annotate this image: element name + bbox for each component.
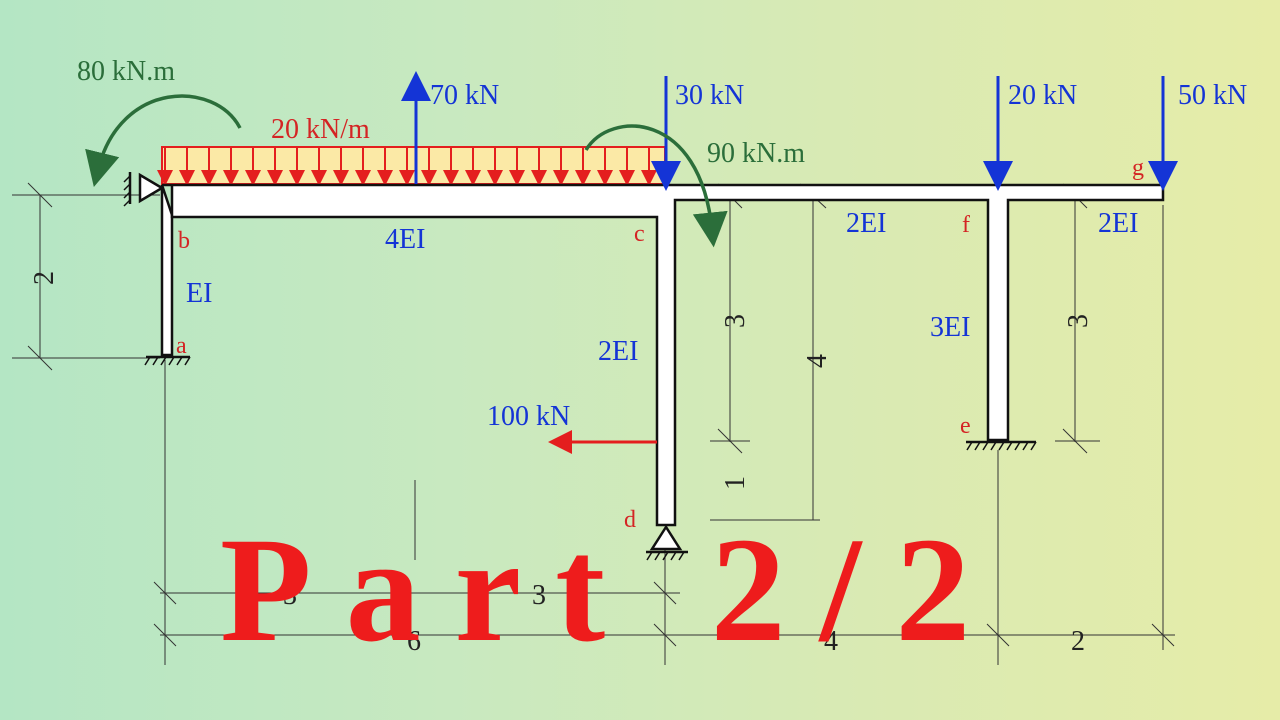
moment-90knm-arc bbox=[584, 124, 728, 248]
stiffness-ab: EI bbox=[186, 278, 212, 309]
label-80knm: 80 kN.m bbox=[77, 56, 175, 87]
dim-left-height: 2 bbox=[29, 271, 60, 285]
udl-band bbox=[161, 146, 666, 185]
label-30kn: 30 kN bbox=[675, 80, 744, 111]
label-70kn: 70 kN bbox=[430, 80, 499, 111]
dim-b-four: 4 bbox=[824, 626, 838, 657]
title-overlay: Part 2/2 bbox=[220, 507, 1004, 673]
member-ab bbox=[160, 184, 174, 357]
node-b: b bbox=[178, 228, 190, 254]
label-90knm: 90 kN.m bbox=[707, 138, 805, 169]
moment-80knm-arc bbox=[85, 94, 242, 187]
label-100kn: 100 kN bbox=[487, 401, 570, 432]
fixed-support-e bbox=[966, 440, 1037, 451]
udl-arrows bbox=[157, 148, 657, 186]
dim-b-three-1: 3 bbox=[283, 580, 297, 611]
pin-support-d bbox=[646, 524, 688, 561]
stiffness-bc: 4EI bbox=[385, 224, 425, 255]
pin-support-left bbox=[123, 172, 165, 207]
node-e: e bbox=[960, 413, 971, 439]
dim-h-three-2: 3 bbox=[1063, 314, 1094, 328]
label-50kn: 50 kN bbox=[1178, 80, 1247, 111]
stiffness-fe: 3EI bbox=[930, 312, 970, 343]
member-bc-cd bbox=[162, 183, 1165, 527]
stiffness-cd: 2EI bbox=[598, 336, 638, 367]
stiffness-cf: 2EI bbox=[846, 208, 886, 239]
node-g: g bbox=[1132, 155, 1144, 181]
node-f: f bbox=[962, 212, 970, 238]
dim-h-three-1: 3 bbox=[720, 314, 751, 328]
node-a: a bbox=[176, 333, 187, 359]
label-udl: 20 kN/m bbox=[271, 114, 370, 145]
dim-b-six: 6 bbox=[407, 626, 421, 657]
dim-h-four: 4 bbox=[802, 354, 833, 368]
fixed-support-a bbox=[144, 355, 191, 366]
stiffness-fg: 2EI bbox=[1098, 208, 1138, 239]
node-c: c bbox=[634, 221, 645, 247]
frame-members bbox=[160, 183, 1165, 527]
dim-h-one: 1 bbox=[720, 476, 751, 490]
dim-b-two: 2 bbox=[1071, 626, 1085, 657]
node-d: d bbox=[624, 507, 636, 533]
label-20kn: 20 kN bbox=[1008, 80, 1077, 111]
dim-b-three-2: 3 bbox=[532, 580, 546, 611]
